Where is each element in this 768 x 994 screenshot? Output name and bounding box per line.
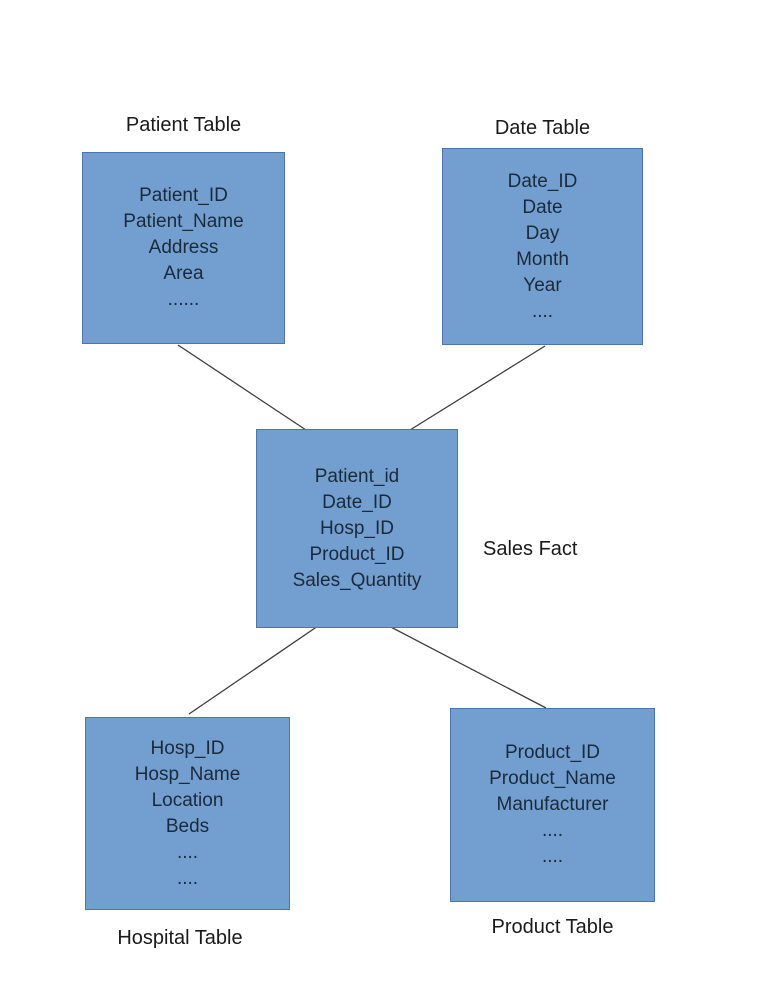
table-field: Product_ID <box>504 742 601 763</box>
table-field: .... <box>176 867 199 889</box>
sales-fact-box: Patient_id Date_ID Hosp_ID Product_ID Sa… <box>256 429 458 628</box>
table-field: .... <box>541 846 564 867</box>
table-field: Sales_Quantity <box>292 569 422 591</box>
table-field: Patient_ID <box>139 185 228 206</box>
date-table-title: Date Table <box>494 117 591 139</box>
table-field: Date_ID <box>507 170 578 192</box>
table-field: Area <box>163 263 204 284</box>
table-field: Hosp_Name <box>134 763 241 785</box>
table-field: Address <box>148 237 219 258</box>
table-field: Year <box>523 274 562 296</box>
date-table-box: Date_ID Date Day Month Year .... <box>442 148 643 345</box>
table-field: Patient_Name <box>123 211 244 232</box>
table-field: .... <box>531 300 554 322</box>
connector-salesfact-product <box>386 624 547 709</box>
patient-table-box: Patient_ID Patient_Name Address Area ...… <box>82 152 285 344</box>
table-field: Product_Name <box>489 768 616 789</box>
connector-date-salesfact <box>409 345 546 431</box>
table-field: Date <box>522 196 563 218</box>
table-field: Month <box>516 248 569 270</box>
hospital-table-title: Hospital Table <box>117 927 243 949</box>
product-table-title: Product Table <box>491 916 614 938</box>
table-field: Hosp_ID <box>150 737 225 759</box>
patient-table-title: Patient Table <box>125 114 242 136</box>
connector-salesfact-hospital <box>188 625 319 715</box>
table-field: Hosp_ID <box>320 517 394 539</box>
table-field: Product_ID <box>309 543 405 565</box>
hospital-table-box: Hosp_ID Hosp_Name Location Beds .... ...… <box>85 717 290 910</box>
table-field: ...... <box>167 289 200 310</box>
table-field: Day <box>525 222 560 244</box>
table-field: .... <box>176 841 199 863</box>
connector-patient-salesfact <box>177 344 307 431</box>
table-field: Patient_id <box>314 465 400 487</box>
table-field: Manufacturer <box>496 794 609 815</box>
table-field: Beds <box>165 815 210 837</box>
table-field: Location <box>151 789 224 811</box>
table-field: .... <box>541 820 564 841</box>
table-field: Date_ID <box>322 491 392 513</box>
sales-fact-title: Sales Fact <box>483 538 578 560</box>
product-table-box: Product_ID Product_Name Manufacturer ...… <box>450 708 655 902</box>
